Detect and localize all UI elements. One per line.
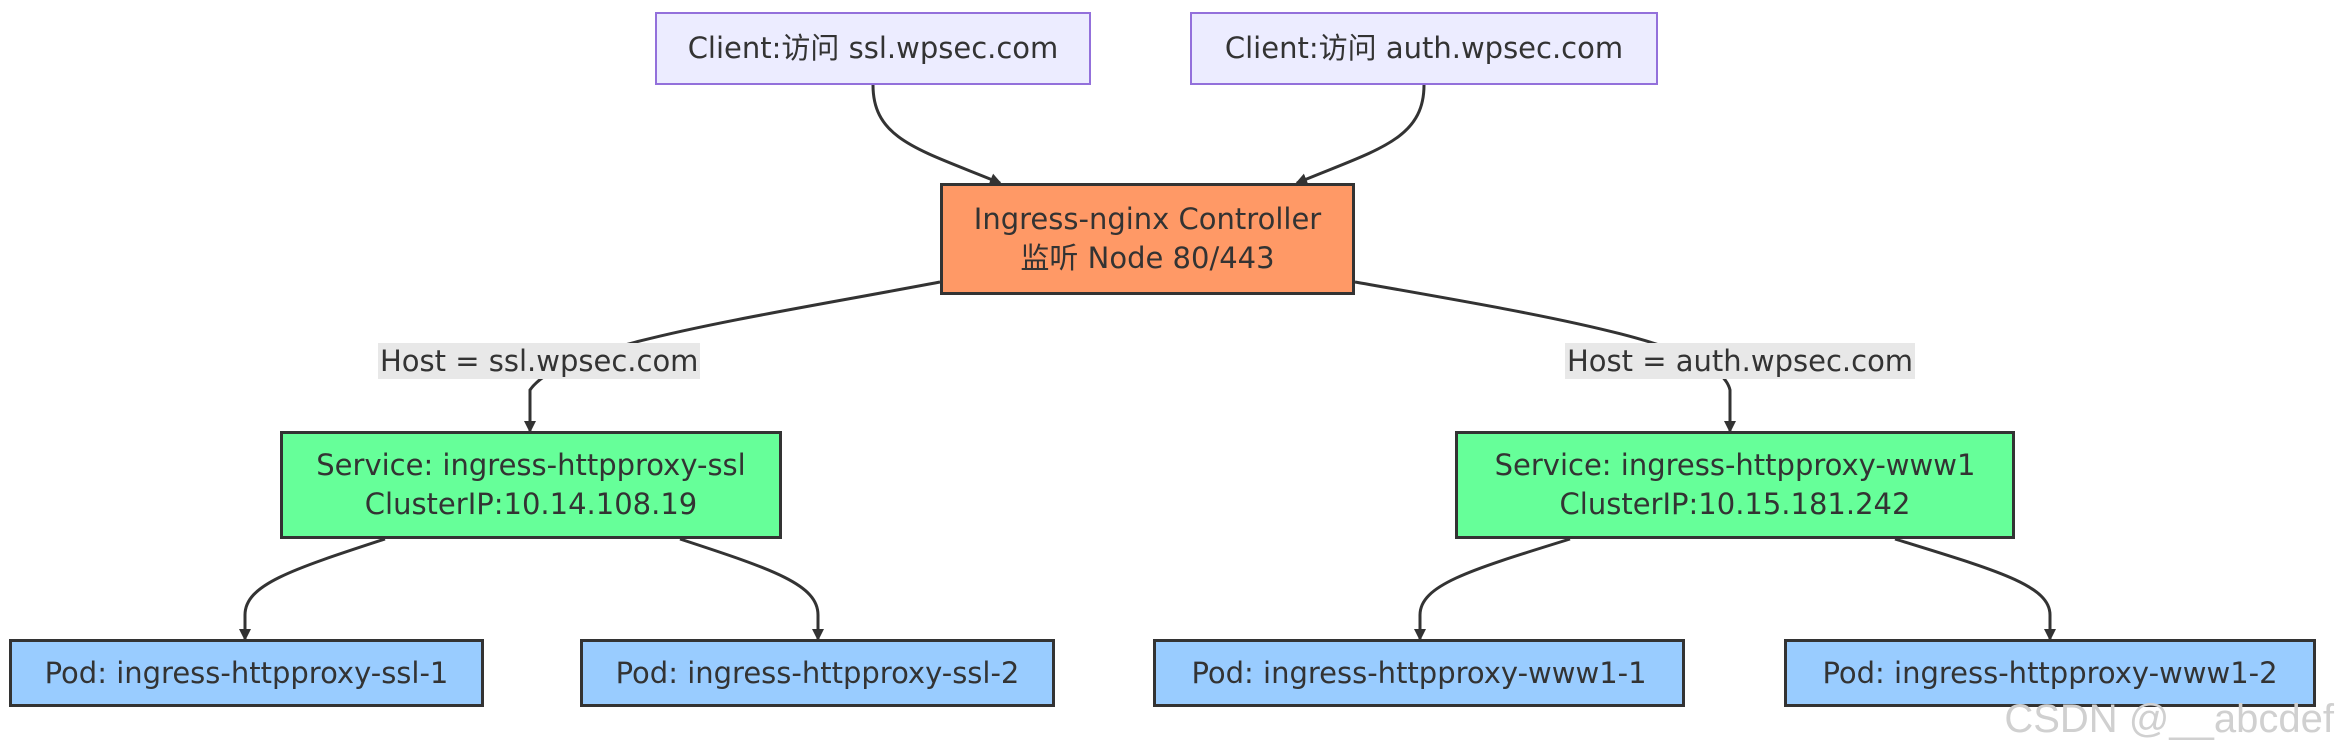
pod-ssl-2-node: Pod: ingress-httpproxy-ssl-2 [580,639,1055,707]
service-ssl-name: Service: ingress-httpproxy-ssl [316,448,746,482]
controller-subtitle: 监听 Node 80/443 [1020,241,1275,275]
client-auth-label: Client:访问 auth.wpsec.com [1224,31,1624,65]
service-www1-node: Service: ingress-httpproxy-www1 ClusterI… [1455,431,2015,539]
pod-ssl-1-node: Pod: ingress-httpproxy-ssl-1 [9,639,484,707]
edge-service-ssl-to-pod-2 [679,537,824,641]
client-ssl-label: Client:访问 ssl.wpsec.com [687,31,1059,65]
service-www1-name: Service: ingress-httpproxy-www1 [1494,448,1976,482]
pod-ssl-2-label: Pod: ingress-httpproxy-ssl-2 [615,655,1020,690]
service-ssl-cluster-ip: ClusterIP:10.14.108.19 [364,487,698,521]
pod-www1-2-label: Pod: ingress-httpproxy-www1-2 [1822,655,2278,690]
edge-label-host-auth: Host = auth.wpsec.com [1565,343,1916,379]
service-ssl-node: Service: ingress-httpproxy-ssl ClusterIP… [280,431,782,539]
edge-service-www1-to-pod-2 [1894,537,2056,641]
csdn-watermark: CSDN @__abcdef [2004,697,2334,741]
edge-label-host-ssl: Host = ssl.wpsec.com [378,343,701,379]
edge-service-www1-to-pod-1 [1414,537,1571,641]
client-auth-node: Client:访问 auth.wpsec.com [1190,12,1658,85]
ingress-controller-node: Ingress-nginx Controller 监听 Node 80/443 [940,183,1355,295]
controller-title: Ingress-nginx Controller [973,202,1322,236]
edge-client-ssl-to-controller [871,84,1002,185]
edge-client-auth-to-controller [1295,84,1426,185]
edge-service-ssl-to-pod-1 [239,537,386,641]
pod-www1-1-label: Pod: ingress-httpproxy-www1-1 [1191,655,1647,690]
pod-www1-2-node: Pod: ingress-httpproxy-www1-2 [1784,639,2316,707]
pod-www1-1-node: Pod: ingress-httpproxy-www1-1 [1153,639,1685,707]
pod-ssl-1-label: Pod: ingress-httpproxy-ssl-1 [44,655,449,690]
service-www1-cluster-ip: ClusterIP:10.15.181.242 [1559,487,1911,521]
client-ssl-node: Client:访问 ssl.wpsec.com [655,12,1091,85]
